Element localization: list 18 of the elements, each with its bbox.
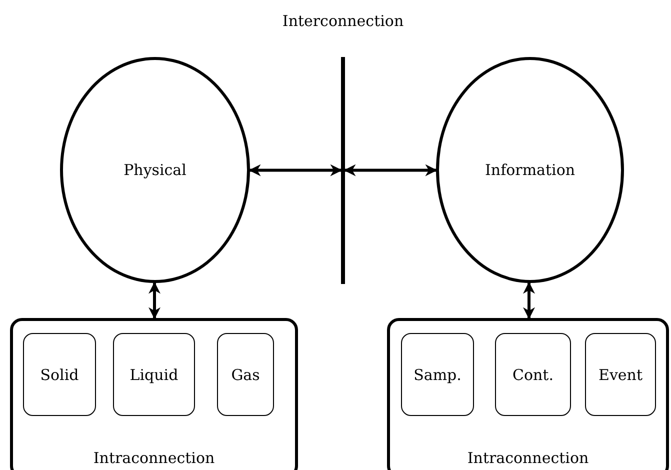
rounded-box: Liquid [113, 333, 195, 416]
rounded-box: Gas [217, 333, 274, 416]
divider-bar [341, 57, 345, 284]
ellipse-node: Physical [60, 57, 250, 283]
rounded-box: Solid [23, 333, 96, 416]
rounded-box: Samp. [401, 333, 474, 416]
double-arrow [344, 164, 438, 176]
double-arrow [148, 282, 160, 320]
double-arrow [248, 164, 342, 176]
group-title: Intraconnection [466, 449, 590, 467]
group-box [10, 318, 298, 470]
group-title: Intraconnection [92, 449, 216, 467]
rounded-box: Event [585, 333, 656, 416]
bar-caption: Interconnection [282, 12, 404, 30]
double-arrow [523, 282, 535, 320]
rounded-box: Cont. [495, 333, 571, 416]
group-box [387, 318, 669, 470]
ellipse-node: Information [436, 57, 624, 283]
